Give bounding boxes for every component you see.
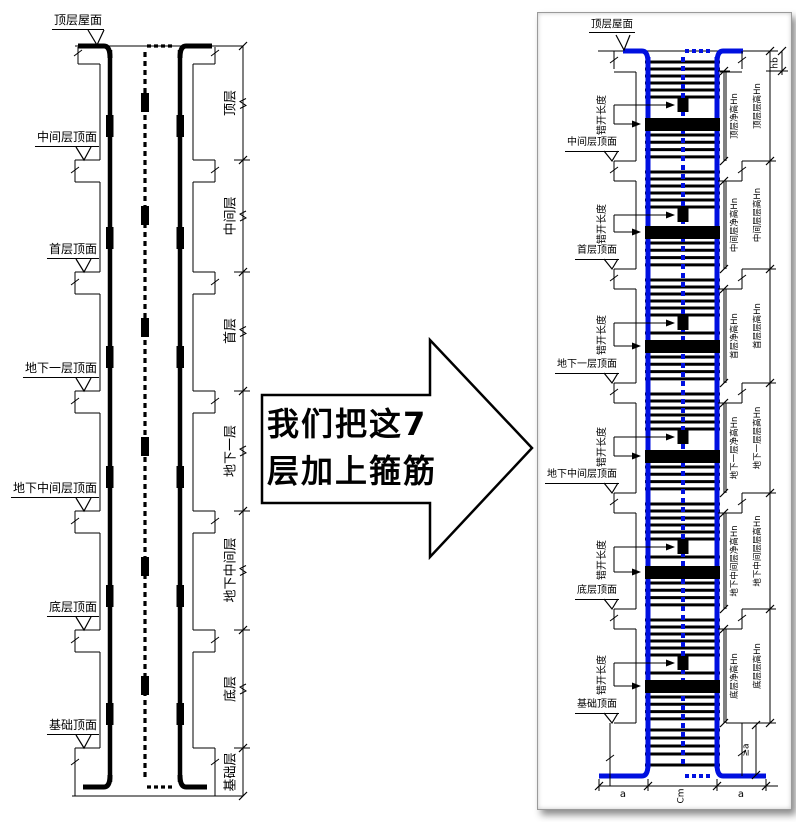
column-width-dim: Cm: [676, 788, 687, 804]
left-surface-label: 基础顶面: [46, 718, 99, 735]
stagger-length-label: 错开长度: [597, 95, 608, 135]
left-floor-name: 地下中间层: [223, 537, 239, 603]
left-floor-name: 中间层: [223, 196, 239, 236]
right-surface-label: 底层顶面: [575, 585, 619, 600]
clear-height-label: 地下中间层净高Hn: [729, 525, 740, 597]
right-block-arrow: [260, 336, 534, 561]
left-floor-name: 首层: [223, 317, 239, 345]
arrow-caption-line1: 我们把这7: [267, 405, 428, 443]
left-floor-name: 底层: [223, 675, 239, 703]
right-surface-label: 首层顶面: [575, 245, 619, 260]
stirrup-column-diagram: [594, 34, 788, 791]
clear-height-label: 首层净高Hn: [729, 313, 740, 359]
left-surface-label: 首层顶面: [46, 242, 99, 259]
stagger-length-label: 错开长度: [597, 655, 608, 695]
left-floor-name: 基础层: [223, 752, 239, 792]
right-surface-label: 地下中间层顶面: [545, 469, 619, 484]
left-surface-label: 中间层顶面: [34, 130, 99, 147]
hook-length-dim: a: [737, 789, 745, 800]
stirrup-diagram-panel: 顶层屋面 中间层顶面 首层顶面 地下一层顶面 地下中间层顶面 底层顶面 基础顶面…: [537, 12, 792, 810]
story-height-label: 顶层层高Hn: [752, 83, 763, 129]
left-surface-label: 地下一层顶面: [22, 361, 99, 378]
story-height-label: 地下中间层层高Hn: [752, 515, 763, 587]
stagger-length-label: 错开长度: [597, 315, 608, 355]
hook-length-dim: a: [619, 789, 627, 800]
right-roof-surface-label: 顶层屋面: [589, 18, 635, 34]
story-height-label: 底层层高Hn: [752, 643, 763, 689]
arrow-caption: 我们把这7 层加上箍筋: [267, 401, 437, 495]
stagger-length-label: 错开长度: [597, 540, 608, 580]
foundation-depth-label: ≥a: [741, 743, 752, 757]
left-floor-name: 地下一层: [223, 424, 239, 478]
left-surface-label: 地下中间层顶面: [10, 481, 99, 498]
arrow-caption-line2: 层加上箍筋: [267, 452, 438, 490]
story-height-label: 首层层高Hn: [752, 303, 763, 349]
left-floor-name: 顶层: [223, 89, 239, 117]
stagger-length-label: 错开长度: [597, 427, 608, 467]
right-surface-label: 地下一层顶面: [555, 359, 619, 374]
clear-height-label: 底层净高Hn: [729, 653, 740, 699]
right-surface-label: 中间层顶面: [565, 137, 619, 152]
left-surface-label: 底层顶面: [46, 600, 99, 617]
story-height-label: 中间层层高Hn: [752, 187, 763, 243]
stagger-length-label: 错开长度: [597, 204, 608, 244]
clear-height-label: 地下一层净高Hn: [729, 416, 740, 480]
story-height-label: 地下一层层高Hn: [752, 406, 763, 470]
clear-height-label: 中间层净高Hn: [729, 197, 740, 253]
clear-height-label: 顶层净高Hn: [729, 93, 740, 139]
left-column-diagram: [70, 29, 250, 801]
right-surface-label: 基础顶面: [575, 699, 619, 714]
beam-depth-label: hb: [770, 57, 781, 69]
left-roof-surface-label: 顶层屋面: [51, 13, 104, 30]
